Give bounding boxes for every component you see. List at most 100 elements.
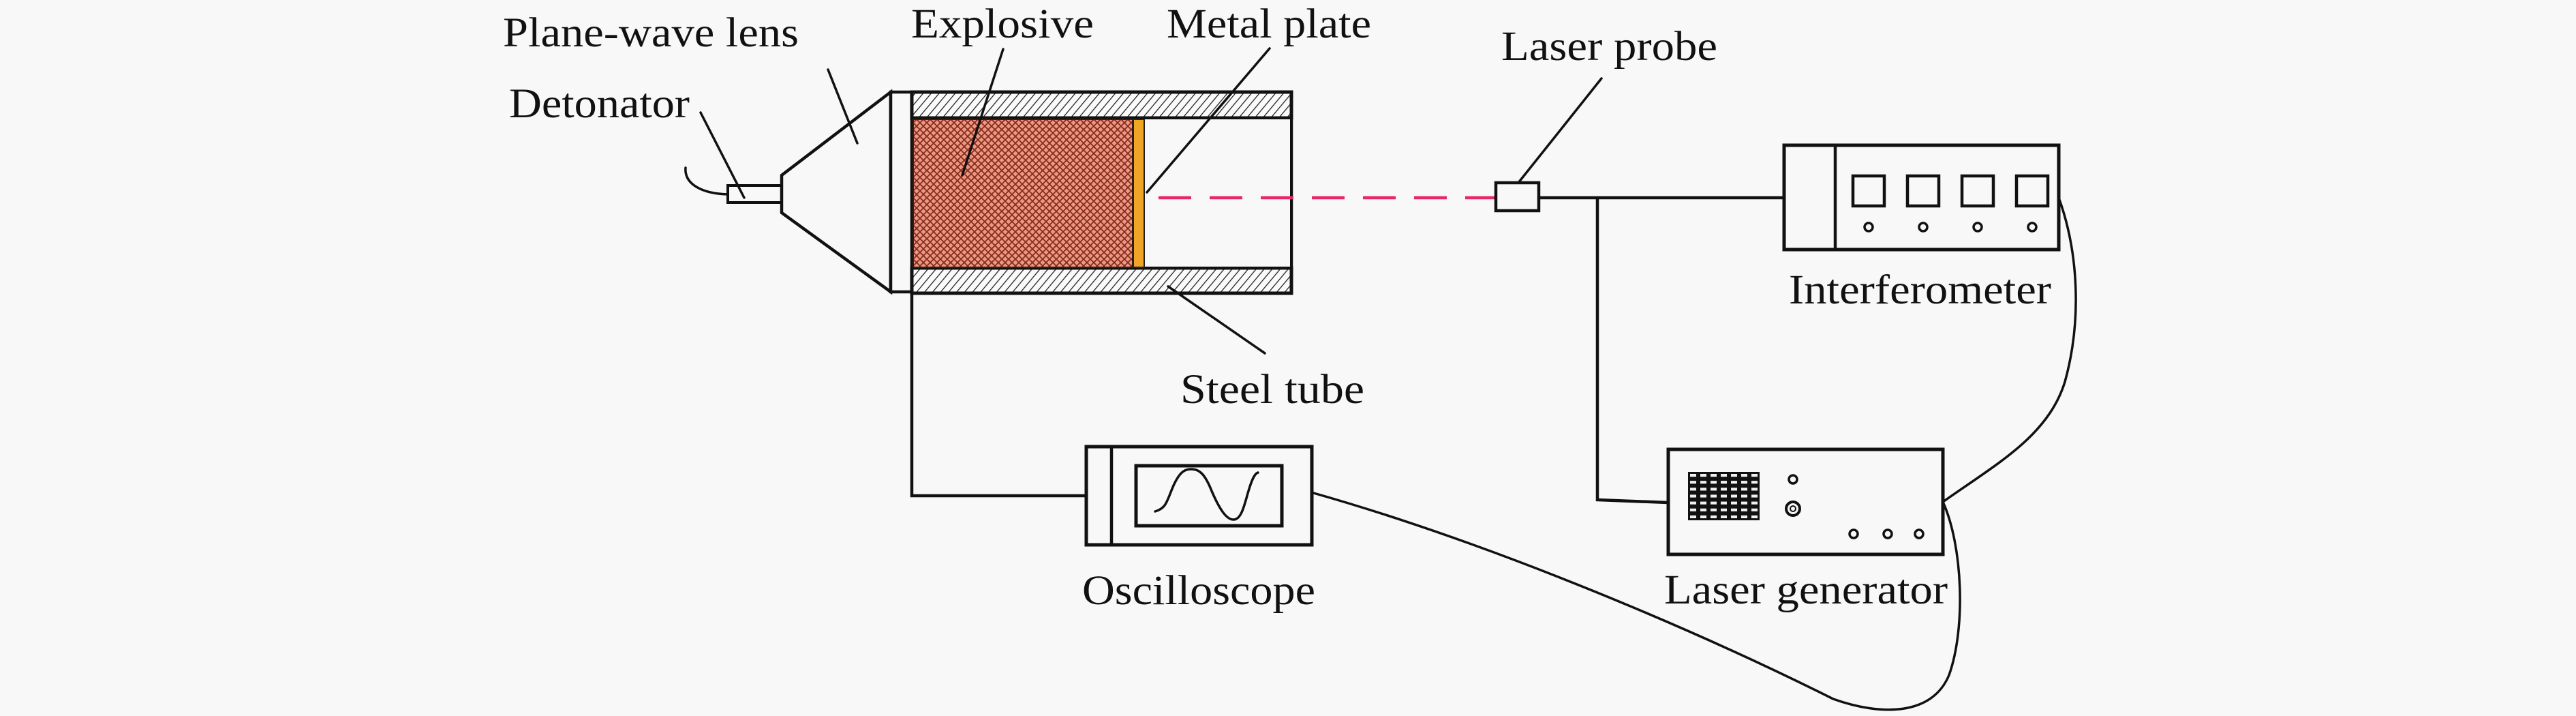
grid-cell [1690,501,1696,505]
grid-cell [1690,488,1696,491]
leader-detonator [699,111,746,199]
grid-cell [1731,488,1737,491]
laser-generator-knob-icon [1882,528,1893,539]
laser-generator-small-knob [1788,474,1798,485]
grid-cell [1731,481,1737,484]
leader-steel-tube [1167,285,1266,355]
grid-cell [1751,474,1758,477]
grid-cell [1741,481,1747,484]
oscilloscope [1084,445,1314,547]
grid-cell [1731,515,1737,518]
steel-tube-bottom-wall [910,266,1293,295]
laser-generator-body [1666,447,1945,556]
grid-cell [1741,494,1747,498]
grid-cell [1711,474,1717,477]
grid-cell [1721,508,1727,511]
leader-lines [699,47,1603,355]
lens-flange [889,90,914,294]
grid-cell [1721,501,1727,505]
grid-cell [1741,515,1747,518]
grid-cell [1700,494,1706,498]
grid-cell [1721,494,1727,498]
grid-cell [1700,488,1706,491]
grid-cell [1690,508,1696,511]
grid-cell [1751,508,1758,511]
interferometer-display-icon [1851,174,1886,208]
label-oscilloscope: Oscilloscope [1082,568,1315,614]
grid-cell [1711,481,1717,484]
laser-generator-knobs [1848,528,1925,539]
laser-generator-grid [1688,472,1760,520]
grid-cell [1741,501,1747,505]
interferometer-display-icon [2014,174,2050,208]
laser-generator-big-knob [1785,501,1801,517]
grid-cell [1690,515,1696,518]
laser-generator-big-knob-center [1790,505,1796,512]
grid-cell [1751,481,1758,484]
detonator [684,166,783,204]
leader-metal-plate [1146,47,1271,194]
plane-wave-lens [780,89,914,295]
label-plane-wave-lens: Plane-wave lens [503,10,799,56]
grid-cell [1690,481,1696,484]
grid-cell [1751,501,1758,505]
grid-cell [1741,488,1747,491]
grid-cell [1731,508,1737,511]
grid-cell [1700,474,1706,477]
grid-cell [1741,474,1747,477]
grid-cell [1700,515,1706,518]
lens-cone [780,89,893,295]
leader-laser-probe [1517,77,1603,184]
grid-cell [1751,515,1758,518]
grid-cell [1700,481,1706,484]
metal-plate [1133,119,1145,268]
interferometer-knob-icon [2027,222,2038,233]
laser-generator-knob-icon [1914,528,1925,539]
grid-cell [1711,501,1717,505]
grid-cell [1721,474,1727,477]
label-laser-probe: Laser probe [1501,24,1717,70]
label-laser-generator: Laser generator [1664,567,1948,613]
steel-tube-top-wall [910,90,1293,120]
label-metal-plate: Metal plate [1167,1,1371,47]
detonator-wire [684,166,729,196]
interferometer-knob-icon [1863,222,1874,233]
grid-cell [1711,488,1717,491]
grid-cell [1700,508,1706,511]
grid-cell [1700,501,1706,505]
cables [910,196,2077,711]
grid-cell [1731,494,1737,498]
grid-cell [1690,494,1696,498]
interferometer-body [1782,143,2061,252]
cable-lens-to-oscilloscope [910,291,1088,498]
grid-cell [1690,474,1696,477]
grid-cell [1731,501,1737,505]
grid-cell [1751,488,1758,491]
grid-cell [1721,481,1727,484]
cable-interferometer-to-laser-generator [1942,196,2077,503]
cable-probe-to-laser-generator [1595,196,1670,505]
explosive-charge [913,119,1133,268]
leader-explosive [961,48,1005,177]
interferometer-display-icon [1960,174,1995,208]
interferometer-knob-icon [1918,222,1929,233]
detonator-body [726,184,783,204]
grid-cell [1731,474,1737,477]
laser-probe [1494,181,1541,213]
grid-cell [1711,515,1717,518]
interferometer-display-icon [1905,174,1941,208]
label-explosive: Explosive [911,1,1094,47]
interferometer [1782,143,2061,252]
label-detonator: Detonator [509,81,690,127]
oscilloscope-screen [1134,464,1284,528]
grid-cell [1711,508,1717,511]
grid-cell [1741,508,1747,511]
interferometer-displays [1851,174,2050,208]
grid-cell [1721,488,1727,491]
label-steel-tube: Steel tube [1180,367,1364,413]
label-interferometer: Interferometer [1789,267,2051,313]
leader-plane-wave-lens [827,68,859,145]
laser-generator [1666,447,1945,556]
